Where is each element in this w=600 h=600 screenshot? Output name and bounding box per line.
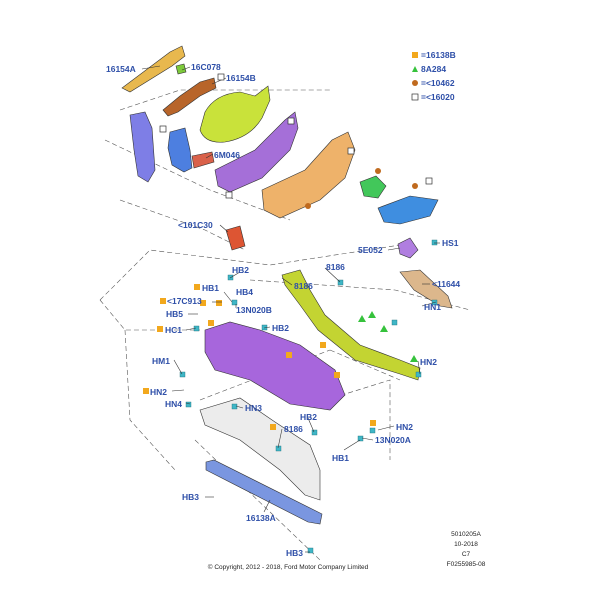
legend-entry-16020: =<16020 <box>421 92 455 102</box>
label-HB4: HB4 <box>236 287 253 297</box>
legend-green-triangle-icon <box>412 66 418 72</box>
legend-entry-10462: =<10462 <box>421 78 455 88</box>
part-16154B-bracket <box>162 77 217 117</box>
marker-green-triangle <box>368 311 376 318</box>
label-16154B: 16154B <box>226 73 256 83</box>
part-5E052 <box>397 237 419 259</box>
legend-open-square-icon <box>411 93 419 101</box>
part-blue-plate-right <box>377 195 439 225</box>
legend-orange-square-icon <box>412 52 418 58</box>
marker-orange <box>320 342 326 348</box>
label-6M046: 6M046 <box>214 150 240 160</box>
drawing-revision: C7 <box>462 551 471 558</box>
label-8186-top: 8186 <box>326 262 345 272</box>
marker-open-square <box>225 191 233 199</box>
label-8186-mid: 8186 <box>294 281 313 291</box>
part-purple-apron <box>214 111 299 193</box>
orange-square-icon <box>143 388 149 394</box>
marker-open-square <box>159 125 167 133</box>
drawing-reference: F0255985-08 <box>447 561 486 568</box>
marker-orange <box>370 420 376 426</box>
drawing-code: 5010205A <box>451 531 481 538</box>
label-8186-lower: 8186 <box>284 424 303 434</box>
marker-orange <box>286 352 292 358</box>
legend-entry-8A284: 8A284 <box>421 64 446 74</box>
legend-entry-16138B: =16138B <box>421 50 456 60</box>
label-HM1: HM1 <box>152 356 170 366</box>
label-HN4: HN4 <box>165 399 182 409</box>
part-purple-lower-support <box>204 321 346 411</box>
marker-orange <box>200 300 206 306</box>
part-orange-apron <box>261 131 356 219</box>
part-wheelhouse-yellow <box>199 85 271 143</box>
marker-orange <box>270 424 276 430</box>
label-HB5: HB5 <box>166 309 183 319</box>
part-16C078-bracket <box>175 63 187 75</box>
callout-labels: 16154A 16C078 16154B 6M046 <101C30 5E052… <box>106 62 460 558</box>
marker-orange <box>334 372 340 378</box>
part-6M046 <box>191 151 215 169</box>
marker-green-triangle <box>380 325 388 332</box>
label-HB1-lower: HB1 <box>332 453 349 463</box>
label-HC1: HC1 <box>165 325 182 335</box>
leader-lines <box>141 65 440 553</box>
part-blue-bracket-left <box>129 111 156 183</box>
drawing-date: 10-2018 <box>454 541 478 548</box>
label-HB2-top: HB2 <box>232 265 249 275</box>
marker-brown-circle <box>412 183 418 189</box>
marker-open-square <box>287 117 295 125</box>
orange-square-icon <box>157 326 163 332</box>
marker-open-square <box>347 147 355 155</box>
legend-markers-in-diagram <box>159 117 433 430</box>
legend-brown-circle-icon <box>412 80 418 86</box>
label-HN2-lower: HN2 <box>396 422 413 432</box>
open-square-icon <box>217 73 225 81</box>
marker-green-triangle <box>358 315 366 322</box>
copyright-notice: © Copyright, 2012 - 2018, Ford Motor Com… <box>208 563 369 571</box>
part-16154A-rail <box>121 45 186 93</box>
label-HN3: HN3 <box>245 403 262 413</box>
label-HN1: HN1 <box>424 302 441 312</box>
part-101C30 <box>225 225 246 251</box>
label-16C078: 16C078 <box>191 62 221 72</box>
label-HB1-top: HB1 <box>202 283 219 293</box>
part-bumper-beam-gray <box>199 397 321 501</box>
label-16138A: 16138A <box>246 513 276 523</box>
label-HN2-left: HN2 <box>150 387 167 397</box>
label-5E052: 5E052 <box>358 245 383 255</box>
orange-square-icon <box>194 284 200 290</box>
label-16154A: 16154A <box>106 64 136 74</box>
label-HS1: HS1 <box>442 238 459 248</box>
marker-open-square <box>425 177 433 185</box>
part-16138A-bar <box>205 459 323 525</box>
part-blue-bracket-mid <box>167 127 193 173</box>
label-HB3-bottom: HB3 <box>286 548 303 558</box>
marker-orange <box>216 300 222 306</box>
legend: =16138B 8A284 =<10462 =<16020 <box>411 50 456 102</box>
label-HB3-left: HB3 <box>182 492 199 502</box>
label-17C913: <17C913 <box>167 296 202 306</box>
part-green-bracket-right <box>359 175 387 199</box>
label-101C30: <101C30 <box>178 220 213 230</box>
label-13N020A: 13N020A <box>375 435 411 445</box>
marker-brown-circle <box>305 203 311 209</box>
label-HB2-lower: HB2 <box>300 412 317 422</box>
label-11644: <11644 <box>432 279 460 289</box>
marker-green-triangle <box>410 355 418 362</box>
label-HB2-mid: HB2 <box>272 323 289 333</box>
label-HN2-right: HN2 <box>420 357 437 367</box>
label-13N020B: 13N020B <box>236 305 272 315</box>
marker-orange <box>208 320 214 326</box>
drawing-meta: 5010205A 10-2018 C7 F0255985-08 <box>447 531 486 568</box>
marker-brown-circle <box>375 168 381 174</box>
orange-square-icon <box>160 298 166 304</box>
part-11644 <box>399 269 453 309</box>
